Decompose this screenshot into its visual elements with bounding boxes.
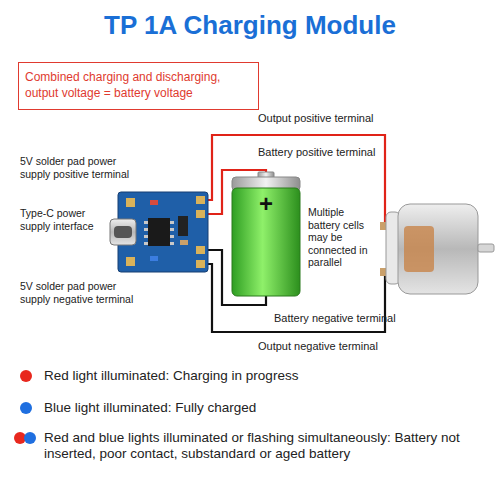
terminal-label: Output negative terminal xyxy=(258,340,458,353)
pad-label: 5V solder pad power supply positive term… xyxy=(20,155,148,180)
charging-module xyxy=(110,192,208,272)
terminal-label: Battery positive terminal xyxy=(258,146,458,159)
legend-text: Red light illuminated: Charging in progr… xyxy=(44,368,492,384)
title: TP 1A Charging Module xyxy=(0,10,500,41)
note-box: Combined charging and discharging, outpu… xyxy=(18,62,259,110)
port-label: Type-C power supply interface xyxy=(20,207,108,232)
terminal-label: Battery negative terminal xyxy=(274,312,474,325)
note-label: Multiple battery cells may be connected … xyxy=(308,206,378,269)
motor xyxy=(380,204,494,294)
note-text: Combined charging and discharging, outpu… xyxy=(25,69,251,101)
wires xyxy=(204,135,385,332)
pad-label: 5V solder pad power supply negative term… xyxy=(20,280,148,305)
legend-text: Red and blue lights illuminated or flash… xyxy=(44,430,492,462)
legend-text: Blue light illuminated: Fully charged xyxy=(44,400,492,416)
terminal-label: Output positive terminal xyxy=(258,112,458,125)
led-dot-blue xyxy=(24,432,36,444)
polarity-mark: + xyxy=(256,192,276,216)
battery xyxy=(232,172,300,296)
legend-swatch xyxy=(20,402,32,414)
legend-swatch xyxy=(20,370,32,382)
